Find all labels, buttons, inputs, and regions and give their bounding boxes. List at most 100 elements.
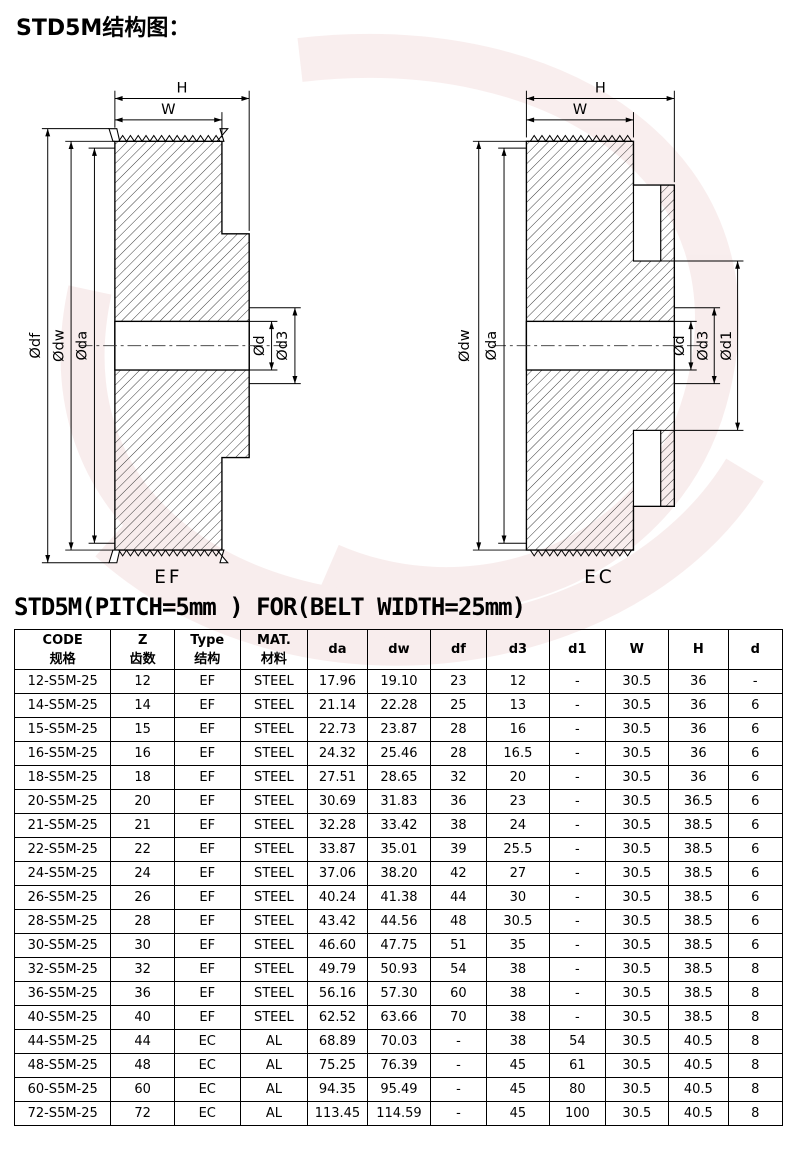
col-header-w: W bbox=[604, 629, 670, 670]
table-cell: 60-S5M-25 bbox=[13, 1077, 112, 1102]
table-cell: 40.5 bbox=[668, 1101, 729, 1126]
table-cell: - bbox=[549, 693, 606, 718]
table-cell: 38 bbox=[485, 981, 551, 1006]
table-cell: 8 bbox=[727, 1029, 784, 1054]
table-cell: 8 bbox=[727, 1077, 784, 1102]
table-cell: - bbox=[549, 933, 606, 958]
table-cell: 44-S5M-25 bbox=[13, 1029, 112, 1054]
col-header-z: Z 齿数 bbox=[110, 629, 175, 670]
table-cell: 23.87 bbox=[366, 717, 432, 742]
table-cell: 12 bbox=[485, 669, 551, 694]
table-cell: 22-S5M-25 bbox=[13, 837, 112, 862]
table-cell: 57.30 bbox=[366, 981, 432, 1006]
table-cell: EF bbox=[173, 813, 241, 838]
table-cell: 35.01 bbox=[366, 837, 432, 862]
col-header-d1: d1 bbox=[549, 629, 606, 670]
table-cell: 18 bbox=[110, 765, 175, 790]
table-cell: 6 bbox=[727, 837, 784, 862]
table-cell: 63.66 bbox=[366, 1005, 432, 1030]
table-cell: 30.5 bbox=[604, 933, 670, 958]
table-cell: 6 bbox=[727, 885, 784, 910]
table-cell: 36 bbox=[430, 789, 487, 814]
table-cell: - bbox=[727, 669, 784, 694]
table-cell: 6 bbox=[727, 909, 784, 934]
table-cell: 19.10 bbox=[366, 669, 432, 694]
table-cell: 6 bbox=[727, 861, 784, 886]
table-cell: 60 bbox=[430, 981, 487, 1006]
col-header-mat: MAT. 材料 bbox=[239, 629, 309, 670]
table-cell: 30.5 bbox=[604, 1077, 670, 1102]
table-cell: 38 bbox=[430, 813, 487, 838]
table-cell: 61 bbox=[549, 1053, 606, 1078]
table-cell: 27.51 bbox=[307, 765, 368, 790]
table-cell: 30 bbox=[110, 933, 175, 958]
table-cell: EF bbox=[173, 1005, 241, 1030]
table-cell: 32 bbox=[110, 957, 175, 982]
table-cell: 76.39 bbox=[366, 1053, 432, 1078]
table-cell: 50.93 bbox=[366, 957, 432, 982]
col-header-mat-cn: 材料 bbox=[260, 651, 287, 667]
table-cell: EF bbox=[173, 909, 241, 934]
table-cell: EC bbox=[173, 1077, 241, 1102]
table-cell: - bbox=[430, 1101, 487, 1126]
table-cell: 48 bbox=[110, 1053, 175, 1078]
table-cell: 21.14 bbox=[307, 693, 368, 718]
table-cell: - bbox=[549, 765, 606, 790]
table-cell: 15 bbox=[110, 717, 175, 742]
ec-dim-label-da: Øda bbox=[483, 331, 500, 361]
table-cell: 39 bbox=[430, 837, 487, 862]
table-cell: 30.5 bbox=[604, 1101, 670, 1126]
table-cell: 24.32 bbox=[307, 741, 368, 766]
table-cell: 42 bbox=[430, 861, 487, 886]
table-cell: - bbox=[549, 861, 606, 886]
table-cell: 38.5 bbox=[668, 861, 729, 886]
table-cell: 8 bbox=[727, 981, 784, 1006]
table-cell: 30.69 bbox=[307, 789, 368, 814]
diagram-ec: H W Ødw Øda Ød Ød3 Ød1 EC bbox=[456, 80, 744, 588]
table-cell: 31.83 bbox=[366, 789, 432, 814]
table-cell: 38.5 bbox=[668, 909, 729, 934]
table-cell: 44.56 bbox=[366, 909, 432, 934]
table-cell: 20 bbox=[110, 789, 175, 814]
col-header-d: d bbox=[727, 629, 784, 670]
table-cell: 94.35 bbox=[307, 1077, 368, 1102]
table-cell: STEEL bbox=[239, 717, 309, 742]
table-cell: 72 bbox=[110, 1101, 175, 1126]
ec-caption: EC bbox=[584, 567, 614, 588]
table-cell: 80 bbox=[549, 1077, 606, 1102]
col-header-type: Type 结构 bbox=[173, 629, 241, 670]
table-cell: - bbox=[549, 909, 606, 934]
col-header-code-cn: 规格 bbox=[49, 651, 76, 667]
col-header-df: df bbox=[430, 629, 487, 670]
table-cell: 28-S5M-25 bbox=[13, 909, 112, 934]
table-cell: 30.5 bbox=[604, 1005, 670, 1030]
table-cell: 95.49 bbox=[366, 1077, 432, 1102]
table-cell: 75.25 bbox=[307, 1053, 368, 1078]
table-header-row: CODE 规格 Z 齿数 Type 结构 MAT. 材料 da dw df bbox=[13, 629, 784, 670]
table-cell: 70 bbox=[430, 1005, 487, 1030]
table-cell: 48 bbox=[430, 909, 487, 934]
table-cell: 49.79 bbox=[307, 957, 368, 982]
table-cell: 54 bbox=[549, 1029, 606, 1054]
table-cell: 30.5 bbox=[604, 669, 670, 694]
table-cell: 20 bbox=[485, 765, 551, 790]
col-header-z-cn: 齿数 bbox=[129, 651, 156, 667]
table-cell: 30.5 bbox=[604, 957, 670, 982]
table-cell: 28 bbox=[110, 909, 175, 934]
ef-dim-label-df: Ødf bbox=[27, 332, 44, 359]
table-cell: EF bbox=[173, 741, 241, 766]
ef-dim-label-dw: Ødw bbox=[50, 329, 67, 362]
table-cell: 8 bbox=[727, 1101, 784, 1126]
diagrams-row: H W Ødf Ødw Øda Ød Ød3 EF bbox=[14, 44, 783, 589]
table-cell: - bbox=[549, 1005, 606, 1030]
ec-dim-label-d3: Ød3 bbox=[694, 331, 711, 361]
